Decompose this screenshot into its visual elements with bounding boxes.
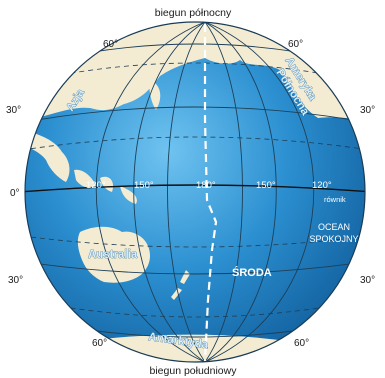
south-pole-label: biegun południowy [150, 365, 238, 377]
lon-150-west: 150° [134, 180, 154, 191]
land-southeast-asia [25, 130, 137, 204]
australia-label: Australia [88, 249, 138, 261]
lat-30-south-right: 30° [360, 275, 375, 286]
lon-150-east: 150° [256, 180, 276, 191]
dashed-circles [25, 62, 365, 318]
lat-60-south-left: 60° [92, 338, 107, 349]
land-australia [77, 226, 150, 283]
ocean-label-2: SPOKOJNY [309, 234, 358, 244]
lat-30-south-left: 30° [8, 275, 23, 286]
lat-30-north-right: 30° [360, 105, 375, 116]
lon-180: 180° [196, 180, 216, 191]
lat-60-north-left: 60° [103, 39, 118, 50]
day-label: ŚRODA [232, 266, 272, 279]
lat-60-north-right: 60° [288, 39, 303, 50]
ocean-label-1: OCEAN [318, 222, 350, 232]
globe-outline [24, 21, 366, 363]
lat-60-south-right: 60° [294, 338, 309, 349]
date-line [203, 24, 218, 362]
lon-120-west: 120° [86, 180, 106, 191]
lon-120-east: 120° [312, 180, 332, 191]
longitude-lines [95, 22, 315, 362]
land-japan [149, 80, 161, 110]
equator-line [25, 184, 365, 193]
lat-30-north-left: 30° [6, 105, 21, 116]
lat-0-left: 0° [10, 188, 20, 199]
land-new-zealand [171, 270, 190, 300]
equator-label: równik [324, 195, 346, 204]
north-pole-label: biegun północny [155, 7, 232, 19]
